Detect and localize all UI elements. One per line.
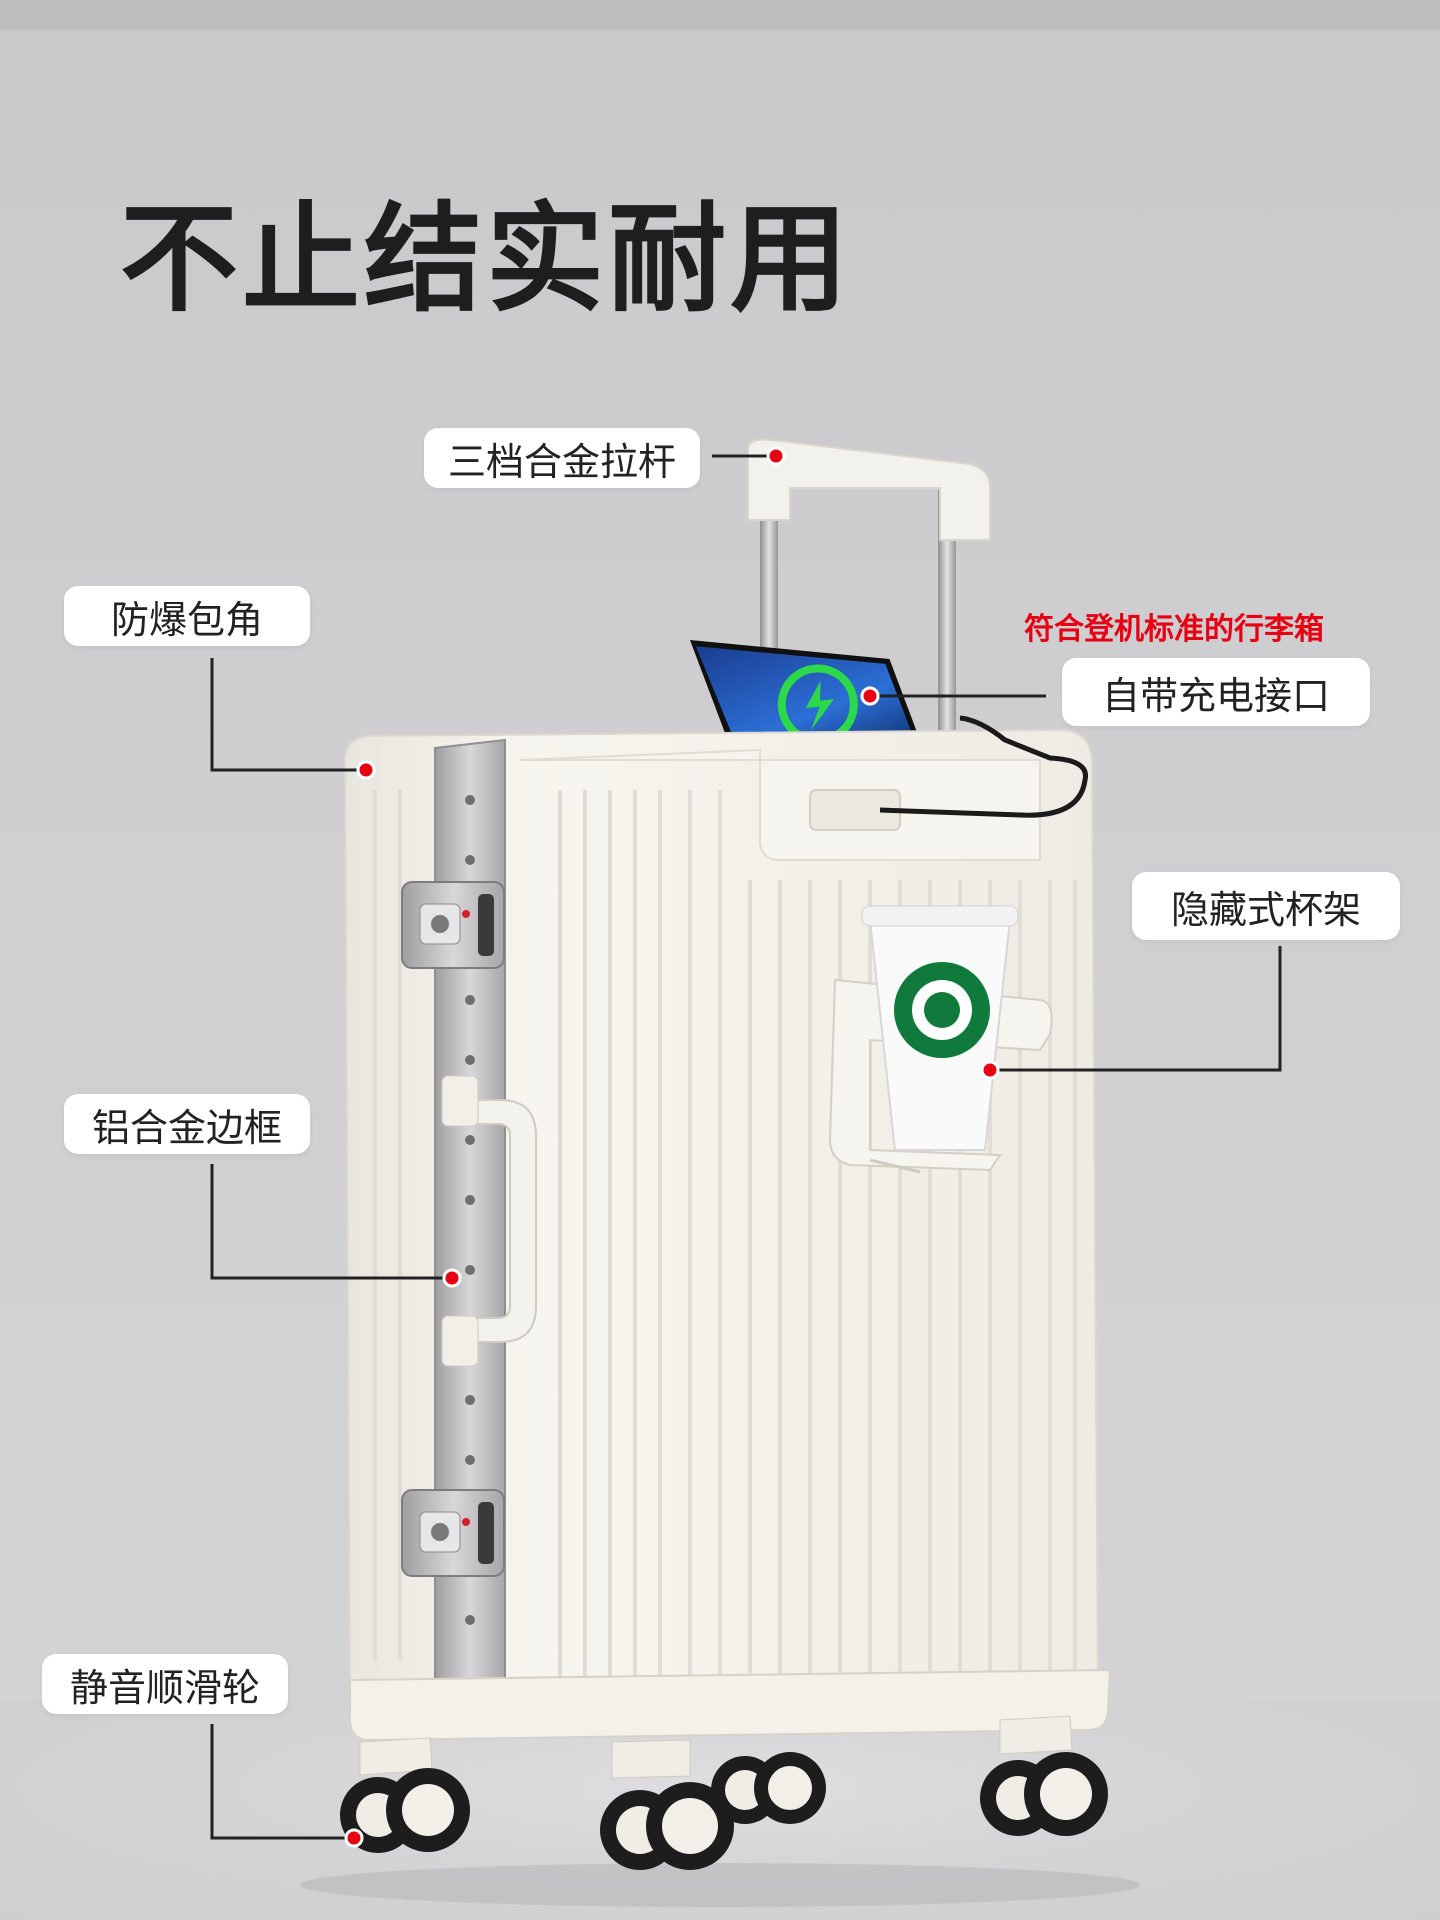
bottom-bumper: [349, 1668, 1112, 1742]
label-corner: 防爆包角: [64, 586, 310, 646]
label-frame: 铝合金边框: [64, 1094, 310, 1154]
leader-wheels: [210, 1724, 354, 1840]
callout-markers: [344, 446, 1000, 1848]
cup-holder-slot: [869, 1158, 921, 1174]
bottom-lock: [401, 1489, 505, 1577]
top-lock: [401, 881, 505, 969]
handle-rod-right: [938, 490, 956, 790]
boarding-note: 符合登机标准的行李箱: [1024, 612, 1324, 647]
top-panel: [519, 748, 1041, 861]
wheel-front-middle: [600, 1739, 734, 1870]
handle-grip: [747, 438, 991, 541]
callout-lines: [210, 454, 1282, 1840]
headline: 不止结实耐用: [120, 190, 853, 328]
marker-handle: [766, 446, 786, 466]
charging-cable: [879, 715, 1089, 818]
marker-corner: [356, 760, 376, 780]
leader-cup-holder: [990, 946, 1282, 1072]
top-band: [0, 0, 1440, 30]
leader-frame: [210, 1164, 452, 1280]
smartphone: [690, 640, 927, 757]
label-wheels: 静音顺滑轮: [42, 1654, 288, 1714]
marker-frame: [442, 1268, 462, 1288]
marker-cup-holder: [980, 1060, 1000, 1080]
marker-usb: [860, 686, 880, 706]
ground-shadow: [300, 1863, 1140, 1907]
side-handle-base-top: [441, 1075, 479, 1127]
label-usb: 自带充电接口: [1062, 658, 1370, 726]
side-handle-base-bottom: [441, 1315, 479, 1367]
wheel-back-middle: [711, 1752, 826, 1824]
coffee-cup: [861, 905, 1019, 1151]
label-handle: 三档合金拉杆: [424, 428, 700, 488]
leader-corner: [210, 658, 366, 772]
label-cup-holder: 隐藏式杯架: [1132, 872, 1400, 940]
wheel-back-right: [980, 1715, 1108, 1836]
marker-wheels: [344, 1828, 364, 1848]
